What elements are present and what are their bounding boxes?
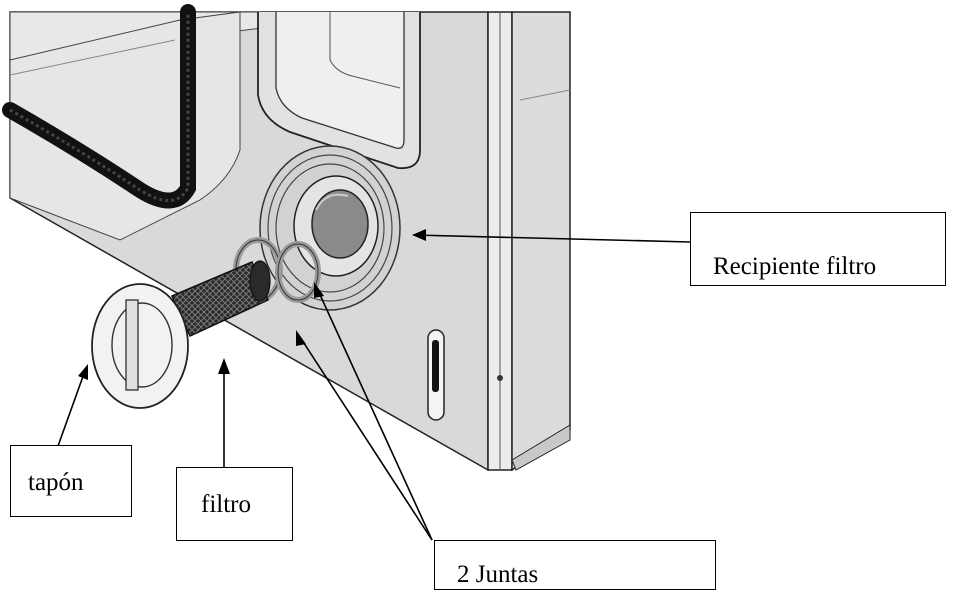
label-filtro: filtro: [201, 491, 251, 518]
label-box-recipiente: Recipiente filtro: [690, 212, 946, 286]
leader-juntas-1: [297, 333, 433, 541]
label-box-filtro: filtro: [176, 467, 293, 541]
leader-juntas-2: [315, 285, 433, 541]
label-tapon: tapón: [28, 469, 84, 496]
cap: [91, 283, 189, 409]
label-recipiente: Recipiente filtro: [713, 253, 877, 280]
leader-lines: [57, 229, 691, 541]
hose-seal: [2, 4, 196, 209]
drain-slot: [427, 329, 503, 421]
filter-housing: [259, 145, 401, 311]
side-panel: [487, 11, 571, 472]
label-juntas: 2 Juntas: [457, 561, 539, 588]
filter-mesh: [171, 260, 271, 337]
label-box-juntas: 2 Juntas: [434, 540, 716, 590]
leader-recipiente: [413, 234, 691, 243]
leader-tapon: [57, 367, 87, 447]
label-box-tapon: tapón: [10, 445, 132, 517]
